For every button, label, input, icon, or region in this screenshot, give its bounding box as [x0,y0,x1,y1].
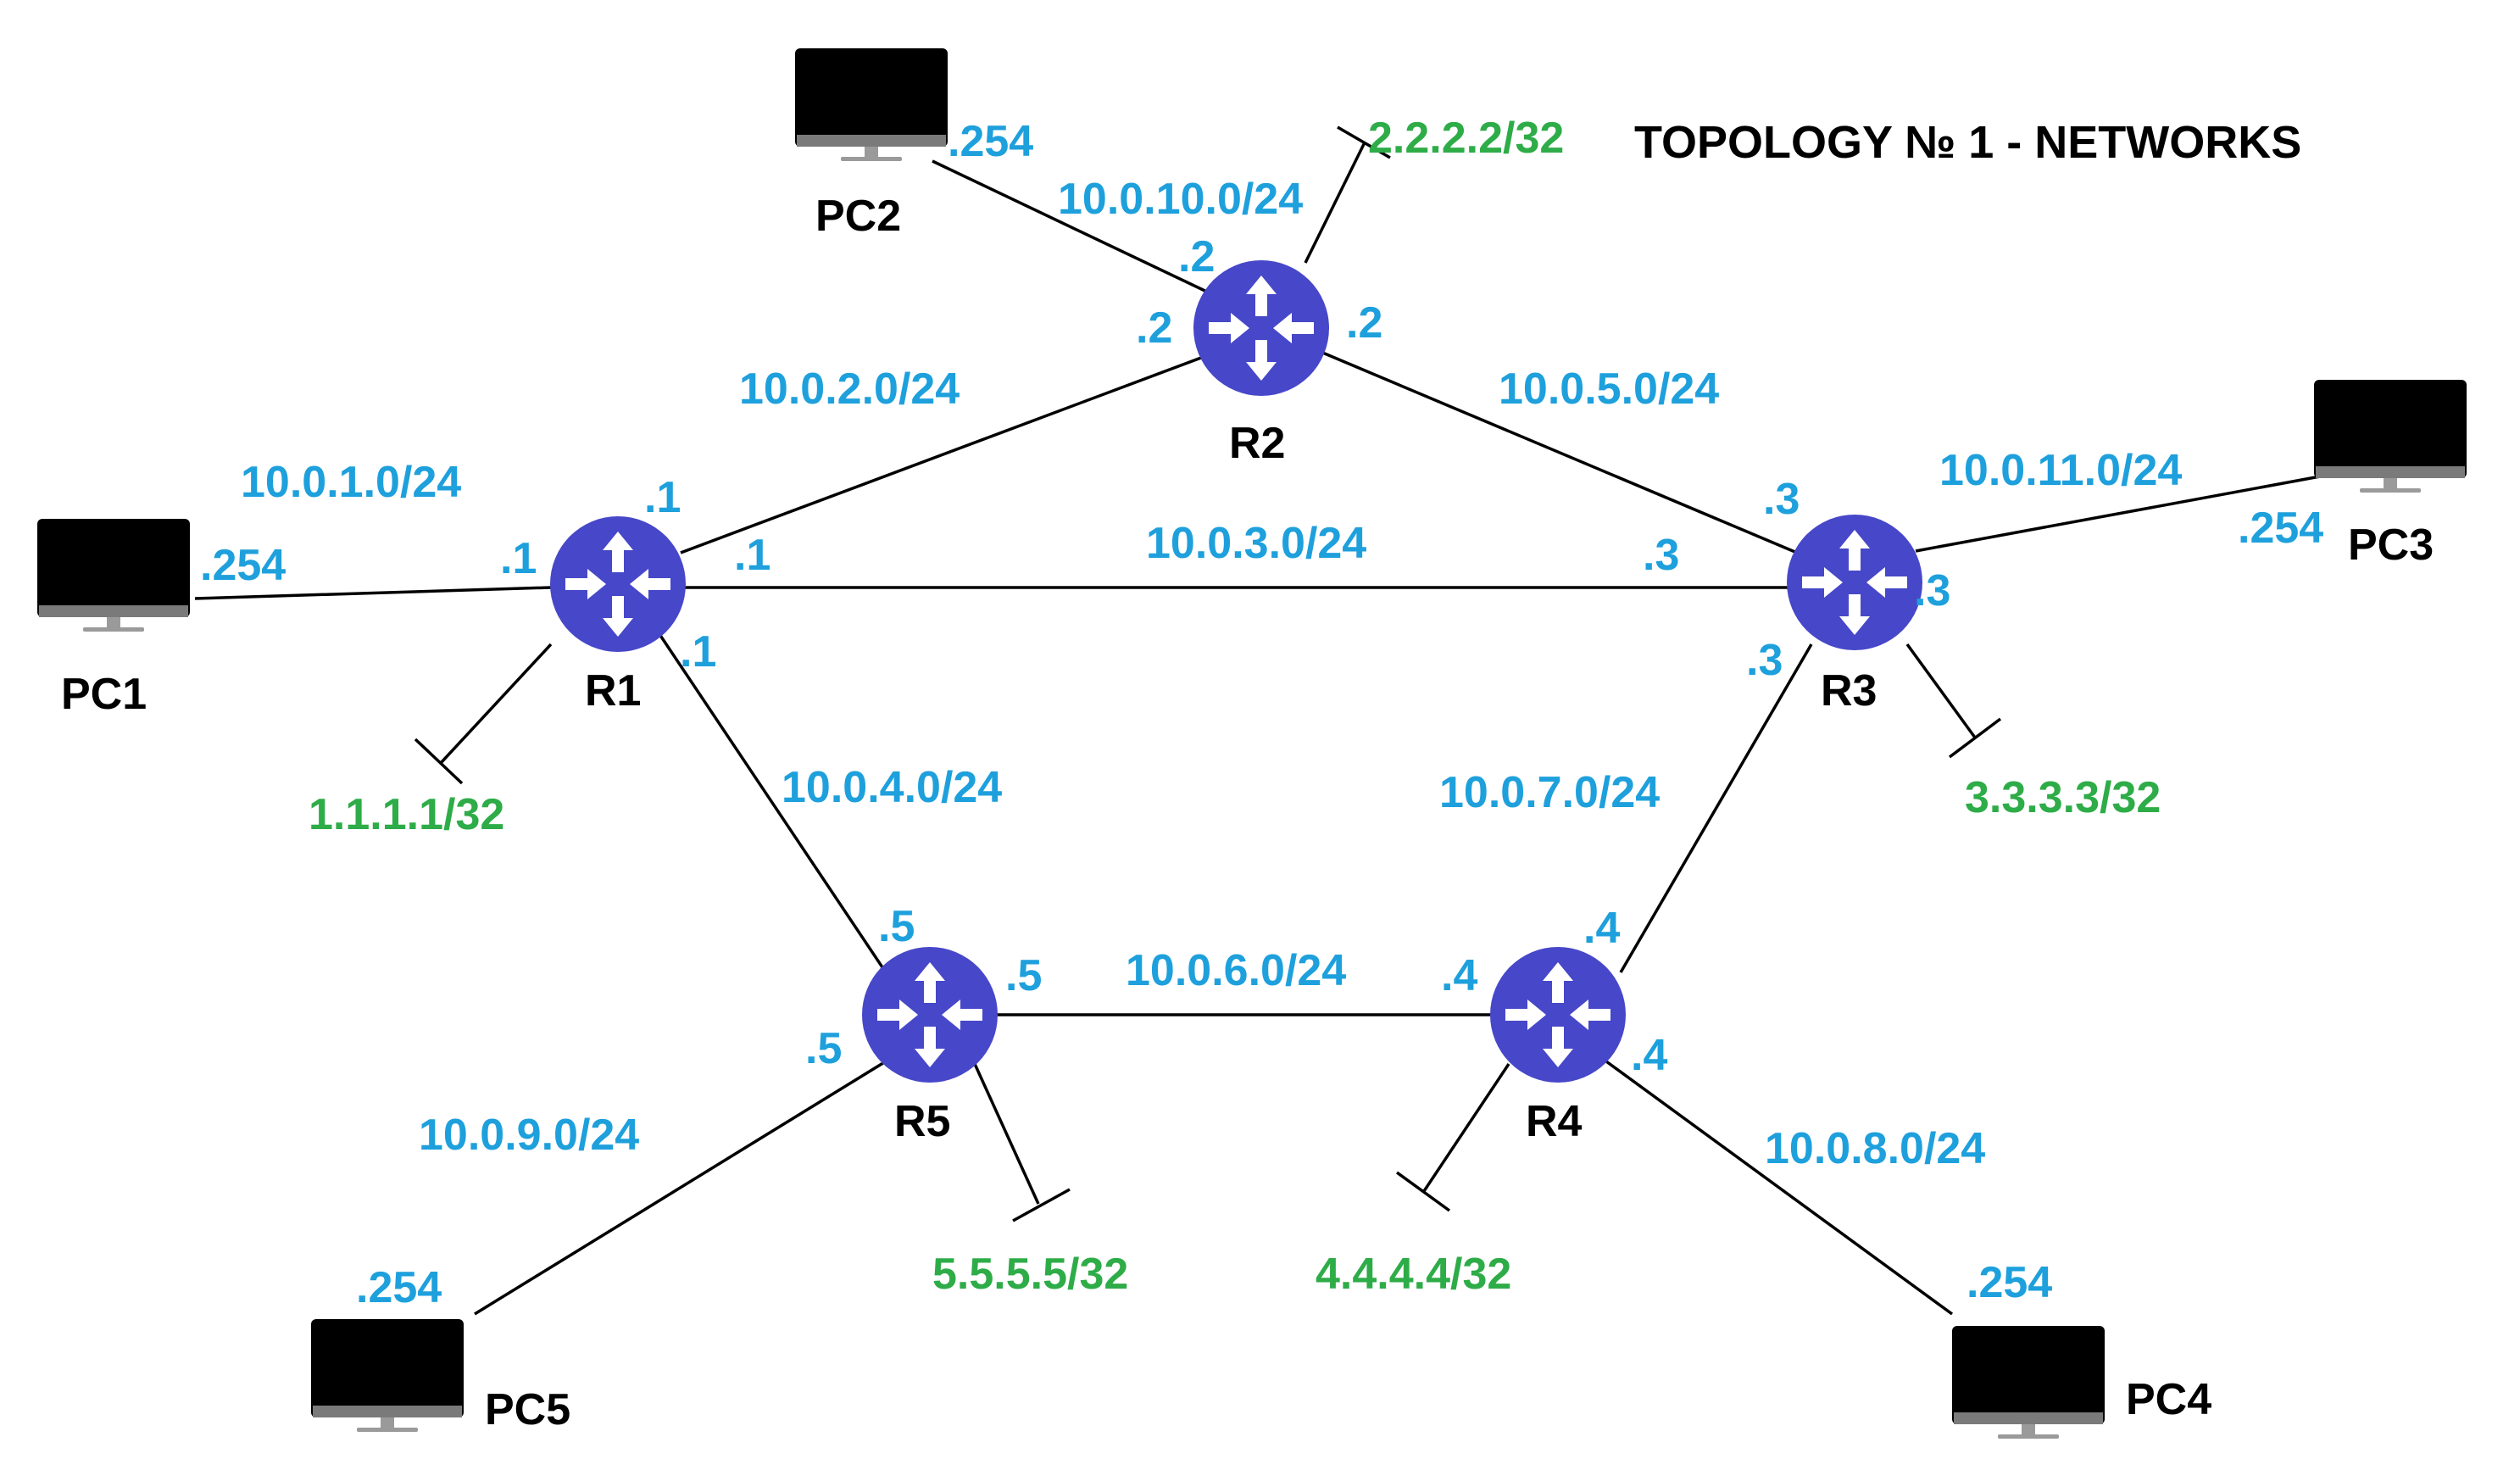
interface-ip-label: .254 [356,1263,442,1312]
interface-ip-label: .2 [1136,303,1172,353]
pc4-monitor-icon[interactable] [1952,1326,2105,1439]
pc5-monitor-icon[interactable] [311,1319,464,1432]
diagram-title: TOPOLOGY № 1 - NETWORKS [1634,117,2301,168]
link-r5-pc5 [474,1060,887,1316]
router-label-r4: R4 [1526,1097,1583,1146]
interface-ip-label: .2 [1178,232,1215,281]
loopback-label-r1: 1.1.1.1/32 [309,790,504,839]
subnet-label: 10.0.11.0/24 [1939,446,2182,495]
interface-ip-label: .254 [948,117,1033,166]
links [194,125,2321,1316]
loopback-stub-r4 [1395,1063,1510,1212]
interface-ip-label: .1 [680,627,716,677]
router-label-r1: R1 [585,666,641,716]
interface-ip-label: .254 [200,541,286,590]
interface-ip-label: .1 [500,534,537,583]
loopback-label-r2: 2.2.2.2/32 [1368,114,1564,163]
loopback-label-r4: 4.4.4.4/32 [1316,1250,1511,1299]
interface-ip-label: .254 [2238,504,2323,553]
link-r3-pc3 [1915,475,2321,553]
pc-label-pc1: PC1 [61,670,147,719]
router-r4[interactable] [1490,947,1626,1083]
pc1-monitor-icon[interactable] [37,519,190,632]
interface-ip-label: .3 [1643,531,1679,580]
interface-ip-label: .4 [1631,1031,1667,1080]
loopback-label-r3: 3.3.3.3/32 [1965,773,2161,822]
subnet-label: 10.0.10.0/24 [1058,175,1303,224]
subnet-label: 10.0.5.0/24 [1499,365,1719,414]
interface-ip-label: .3 [1914,566,1950,615]
link-r1-r5 [658,633,887,973]
router-r3[interactable] [1787,515,1922,650]
pc-label-pc2: PC2 [815,192,901,241]
interface-ip-label: .3 [1763,475,1800,524]
link-r4-pc4 [1605,1060,1954,1316]
pc-label-pc4: PC4 [2126,1375,2211,1424]
loopback-stub-r1 [414,643,553,785]
pc-label-pc3: PC3 [2348,521,2434,570]
pc2-monitor-icon[interactable] [795,48,948,161]
subnet-label: 10.0.8.0/24 [1765,1124,1985,1173]
loopback-stub-r2 [1304,125,1391,264]
interface-ip-label: .1 [734,531,770,580]
link-pc1-r1 [194,586,552,600]
subnet-label: 10.0.2.0/24 [739,365,960,414]
link-pc2-r2 [932,159,1215,297]
subnet-label: 10.0.4.0/24 [782,763,1002,812]
link-r2-r3 [1320,350,1798,554]
loopback-stub-r5 [973,1063,1071,1222]
interface-ip-label: .5 [1005,951,1042,1000]
subnet-label: 10.0.9.0/24 [419,1111,639,1160]
subnet-label: 10.0.7.0/24 [1439,768,1660,817]
subnet-label: 10.0.3.0/24 [1146,519,1366,568]
router-r2[interactable] [1193,260,1329,396]
router-r1[interactable] [550,516,686,652]
router-label-r2: R2 [1229,419,1285,468]
router-label-r5: R5 [894,1097,950,1146]
pc-label-pc5: PC5 [485,1385,570,1434]
subnet-label: 10.0.6.0/24 [1126,946,1346,995]
loopback-label-r5: 5.5.5.5/32 [932,1250,1128,1299]
interface-ip-label: .4 [1583,904,1620,953]
interface-ip-label: .4 [1441,951,1477,1000]
link-r4-r3 [1619,643,1813,973]
pc3-monitor-icon[interactable] [2314,380,2467,493]
interface-ip-label: .5 [805,1024,842,1073]
interface-ip-label: .2 [1346,298,1382,348]
interface-ip-label: .1 [644,473,681,522]
loopback-stub-r3 [1905,643,2002,759]
interface-ip-label: .3 [1746,636,1783,685]
router-r5[interactable] [862,947,998,1083]
subnet-label: 10.0.1.0/24 [241,458,461,507]
link-r1-r2 [680,356,1202,554]
interface-ip-label: .254 [1966,1258,2052,1307]
interface-ip-label: .5 [878,902,915,951]
router-label-r3: R3 [1821,666,1877,716]
